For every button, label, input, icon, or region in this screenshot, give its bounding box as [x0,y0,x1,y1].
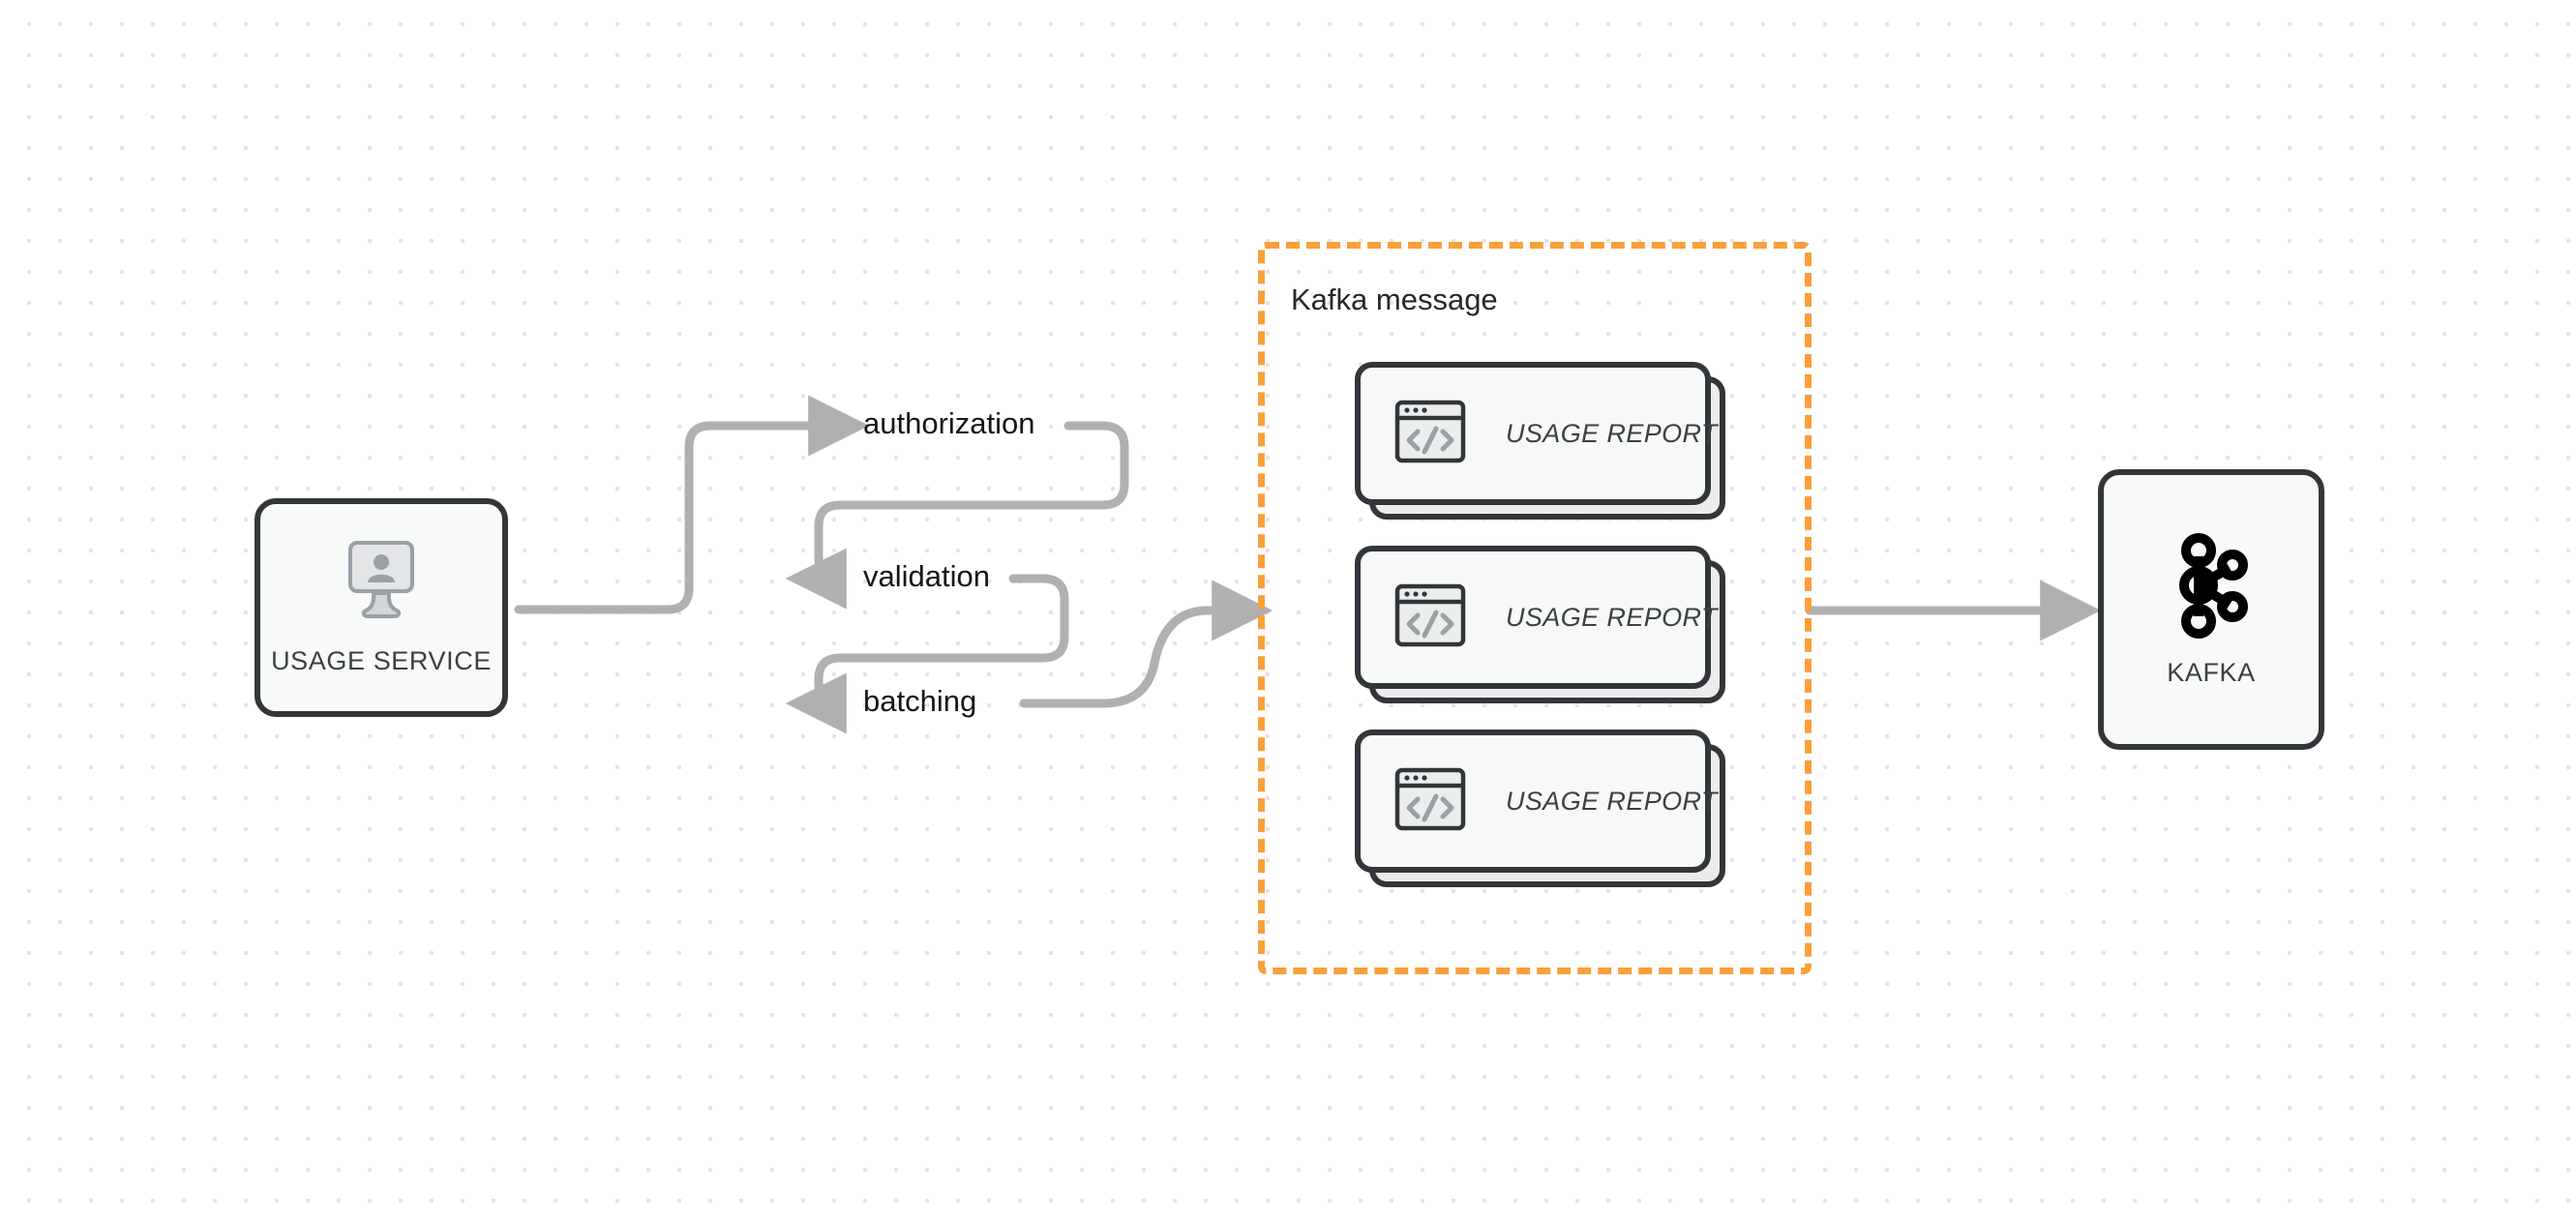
node-usage-service[interactable]: USAGE SERVICE [255,498,508,717]
step-label-batching: batching [863,684,977,718]
card-usage-report-label: USAGE REPORT [1506,602,1718,632]
step-label-authorization: authorization [863,406,1035,440]
card-usage-report[interactable]: USAGE REPORT [1355,546,1725,703]
step-label-validation: validation [863,559,990,593]
node-kafka[interactable]: KAFKA [2098,469,2324,750]
card-usage-report-label: USAGE REPORT [1506,786,1718,816]
kafka-logo-icon [2164,531,2259,644]
card-usage-report[interactable]: USAGE REPORT [1355,730,1725,887]
edge-service-to-authorization [514,395,870,614]
node-kafka-label: KAFKA [2167,658,2256,687]
node-usage-service-label: USAGE SERVICE [271,646,492,675]
code-window-icon [1393,395,1467,473]
card-front[interactable]: USAGE REPORT [1355,362,1717,505]
code-window-icon [1393,762,1467,841]
group-kafka-message-title: Kafka message [1291,283,1498,316]
card-front[interactable]: USAGE REPORT [1355,730,1717,873]
card-front[interactable]: USAGE REPORT [1355,546,1717,689]
edge-batching-to-kafka-message [1019,580,1273,708]
edge-authorization-to-validation [785,421,1129,610]
card-usage-report-label: USAGE REPORT [1506,418,1718,448]
card-usage-report[interactable]: USAGE REPORT [1355,362,1725,520]
code-window-icon [1393,579,1467,657]
monitor-user-icon [329,539,434,633]
group-kafka-message [1258,242,1812,974]
